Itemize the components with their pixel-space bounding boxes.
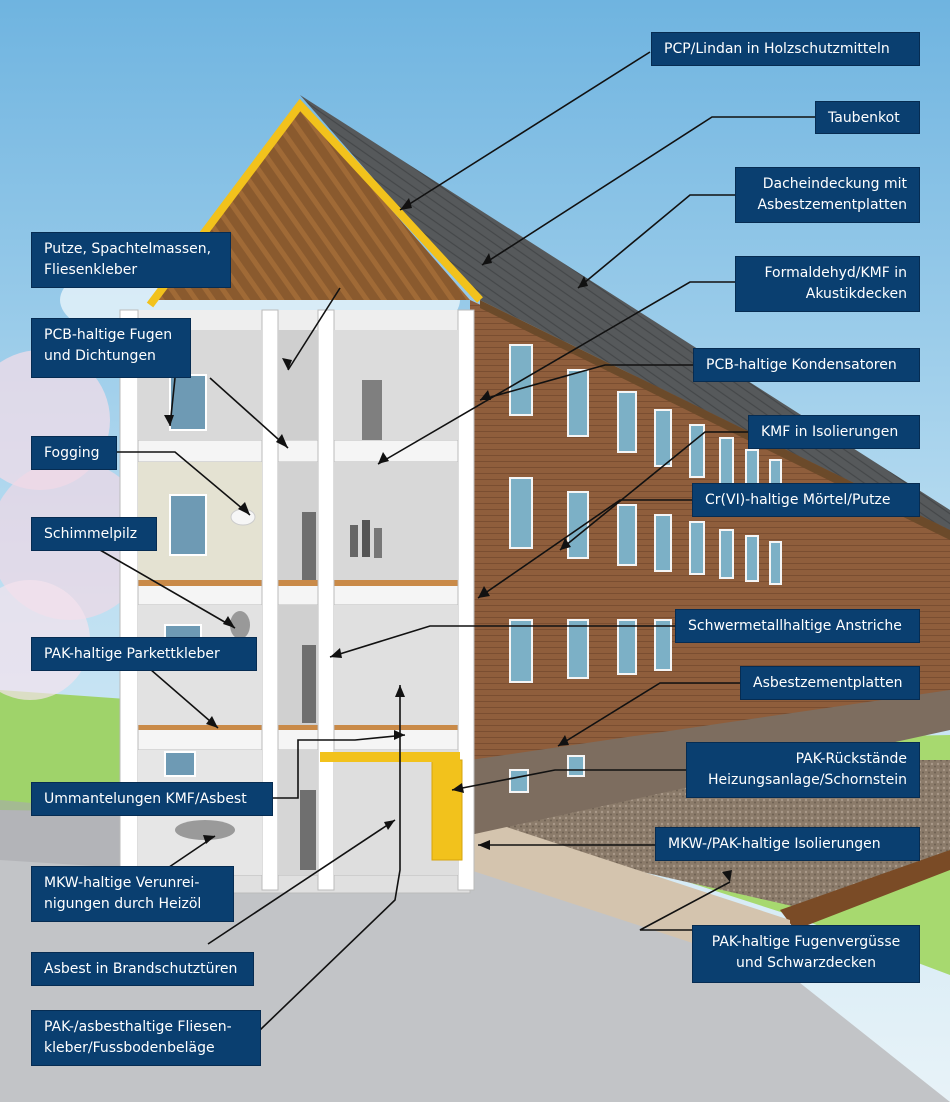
room-back-wall — [334, 330, 458, 440]
door — [302, 512, 316, 580]
door — [302, 645, 316, 723]
label-pcp-lindan: PCP/Lindan in Holzschutzmitteln — [651, 32, 920, 66]
label-asbestzementplatten: Asbestzementplatten — [740, 666, 920, 700]
leader-fogging — [115, 451, 251, 516]
window — [169, 374, 207, 431]
label-pak-fliesen: PAK-/asbesthaltige Fliesen- kleber/Fussb… — [31, 1010, 261, 1066]
label-dacheindeckung: Dacheindeckung mit Asbestzementplatten — [735, 167, 920, 223]
oil-stain — [175, 820, 235, 840]
leader-ummantelungen — [273, 734, 406, 799]
leader-kmf-isolierungen — [559, 431, 748, 551]
column — [261, 309, 279, 891]
leader-formaldehyd — [377, 281, 735, 465]
column — [317, 309, 335, 891]
label-pcb-fugen: PCB-haltige Fugen und Dichtungen — [31, 318, 191, 378]
window — [169, 494, 207, 556]
leader-pak-fliesen — [259, 685, 401, 1031]
label-taubenkot: Taubenkot — [815, 101, 920, 134]
label-schwermetall: Schwermetallhaltige Anstriche — [675, 609, 920, 643]
leader-lines — [99, 51, 815, 1031]
leader-arrowheads — [164, 198, 732, 882]
room-back-wall — [334, 605, 458, 725]
label-fogging: Fogging — [31, 436, 117, 470]
label-pak-rueckstaende: PAK-Rückstände Heizungsanlage/Schornstei… — [686, 742, 920, 798]
leader-asbest-brandschutz — [207, 819, 396, 945]
label-asbest-brandschutz: Asbest in Brandschutztüren — [31, 952, 254, 986]
leader-schwermetall — [329, 625, 675, 658]
heating-duct — [320, 752, 460, 762]
floor-slab — [119, 727, 471, 751]
room-back-wall — [278, 330, 318, 440]
facade-windows — [509, 344, 782, 793]
floor-slab — [119, 439, 471, 463]
parquet-floor — [135, 580, 465, 586]
label-pak-parkett: PAK-haltige Parkettkleber — [31, 637, 257, 671]
leader-dacheindeckung — [577, 194, 735, 289]
leader-pcp-lindan — [399, 51, 651, 211]
door — [362, 380, 382, 440]
leader-pcb-kondensatoren — [479, 364, 693, 401]
leader-pak-rueckstaende — [451, 769, 686, 791]
roof-eave — [480, 300, 950, 540]
person — [374, 528, 382, 558]
lawn-left — [0, 690, 140, 812]
room-back-wall — [334, 462, 458, 580]
parquet-floor — [135, 724, 465, 730]
floor-slab — [119, 584, 471, 606]
window — [164, 751, 196, 777]
label-ummantelungen: Ummantelungen KMF/Asbest — [31, 782, 273, 816]
gravel-edge — [780, 850, 950, 930]
leader-putze — [287, 287, 341, 371]
leader-pak-fugenverguesse — [639, 881, 731, 931]
label-kmf-isolierungen: KMF in Isolierungen — [748, 415, 920, 449]
label-mkw-pak-isolierungen: MKW-/PAK-haltige Isolierungen — [655, 827, 920, 861]
leader-schimmelpilz — [99, 549, 236, 629]
label-formaldehyd: Formaldehyd/KMF in Akustikdecken — [735, 256, 920, 312]
label-mkw-heizoel: MKW-haltige Verunrei- nigungen durch Hei… — [31, 866, 234, 922]
label-pcb-kondensatoren: PCB-haltige Kondensatoren — [693, 348, 920, 382]
leader-taubenkot — [481, 116, 815, 266]
door — [300, 790, 316, 870]
leader-asbestzementplatten — [557, 682, 740, 747]
person — [362, 520, 370, 557]
leader-crvi — [477, 499, 692, 599]
label-putze: Putze, Spachtelmassen, Fliesenkleber — [31, 232, 231, 288]
column — [457, 309, 475, 891]
person — [350, 525, 358, 557]
label-pak-fugenverguesse: PAK-haltige Fugenvergüsse und Schwarzdec… — [692, 925, 920, 983]
leader-pcb-fugen-2 — [209, 377, 289, 449]
label-crvi: Cr(VI)-haltige Mörtel/Putze — [692, 483, 920, 517]
label-schimmelpilz: Schimmelpilz — [31, 517, 157, 551]
brick-facade — [470, 300, 950, 835]
mould-spot — [230, 611, 250, 639]
boiler-chimney — [431, 759, 463, 861]
